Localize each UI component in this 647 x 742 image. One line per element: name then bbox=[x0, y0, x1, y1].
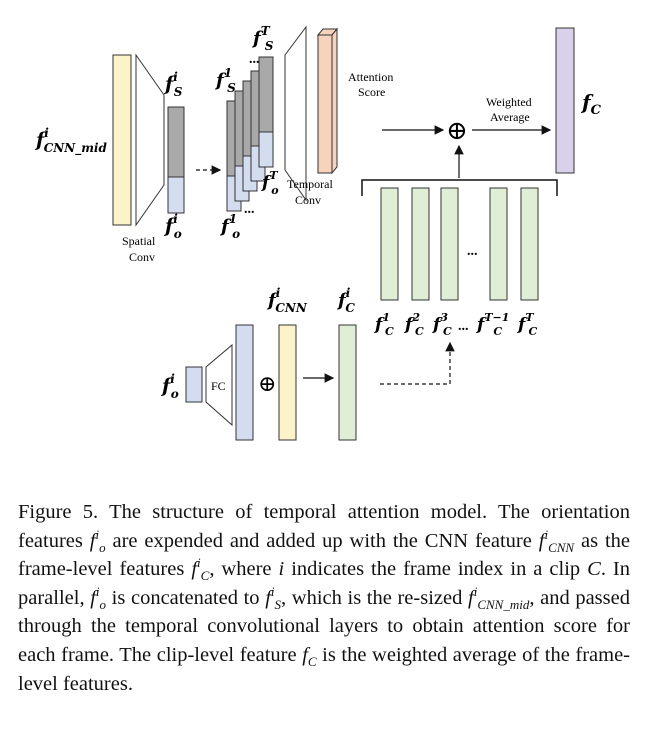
f-s-i-bar bbox=[167, 106, 185, 178]
figure-caption: Figure 5. The structure of temporal atte… bbox=[18, 501, 630, 695]
stacked-features bbox=[226, 56, 274, 212]
spatial-conv-trapezoid bbox=[135, 53, 165, 227]
dashed-connector-to-frame-bars bbox=[380, 341, 455, 385]
temporal-conv-trapezoid bbox=[284, 25, 307, 202]
caption-math-f-cnn-i: fiCNN bbox=[538, 526, 575, 555]
cnn-mid-feature-bar bbox=[112, 54, 132, 226]
spatial-conv-label-2: Conv bbox=[129, 250, 155, 264]
frame-feature-bar-3 bbox=[440, 187, 459, 301]
clip-label-ellipsis: ... bbox=[458, 319, 469, 334]
weighted-label-2: Average bbox=[490, 110, 530, 124]
frame-features-brace bbox=[361, 179, 558, 196]
clip-bar-ellipsis: ... bbox=[467, 244, 478, 259]
spatial-conv-label-1: Spatial bbox=[122, 234, 156, 248]
caption-math-i: i bbox=[278, 558, 285, 581]
clip-feature-bar bbox=[555, 27, 575, 174]
caption-math-f-o-i: fio bbox=[89, 526, 106, 555]
fc-trapezoid bbox=[205, 343, 233, 427]
attention-label-2: Score bbox=[358, 85, 385, 99]
fc-output-bar bbox=[235, 324, 254, 441]
f-o-i-bar bbox=[167, 176, 185, 214]
orientation-input-bar bbox=[185, 366, 203, 403]
frame-feature-bar-1 bbox=[380, 187, 399, 301]
frame-feature-bar-T bbox=[520, 187, 539, 301]
weighted-label-1: Weighted bbox=[486, 95, 532, 109]
f-c-label: fC bbox=[580, 90, 602, 118]
caption-math-f-cnn-mid: fiCNN_mid bbox=[468, 583, 530, 612]
caption-math-f-o-i-2: fio bbox=[90, 583, 107, 612]
temporal-conv-label-2: Conv bbox=[295, 193, 321, 207]
add-symbol: ⊕ bbox=[258, 371, 276, 396]
caption-math-f-s-i: fiS bbox=[265, 583, 282, 612]
stack-top-ellipsis: ... bbox=[249, 52, 260, 67]
caption-math-f-c-i: fiC bbox=[191, 555, 210, 584]
frame-feature-bar bbox=[338, 324, 357, 441]
cnn-feature-bar bbox=[278, 324, 297, 441]
stack-bottom-ellipsis: ... bbox=[244, 202, 255, 217]
temporal-conv-label-1: Temporal bbox=[287, 177, 333, 191]
frame-feature-bar-T-1 bbox=[489, 187, 508, 301]
stack-gray-5 bbox=[258, 56, 274, 133]
fc-label: FC bbox=[211, 379, 226, 393]
caption-math-f-c: fC bbox=[302, 643, 317, 670]
weighted-sum-symbol: ⊕ bbox=[446, 116, 468, 145]
attention-score-block bbox=[316, 27, 339, 175]
attention-label-1: Attention bbox=[348, 70, 393, 84]
caption-math-clip-c: C bbox=[587, 558, 601, 581]
stack-blue-5 bbox=[258, 131, 274, 168]
frame-feature-bar-2 bbox=[411, 187, 430, 301]
